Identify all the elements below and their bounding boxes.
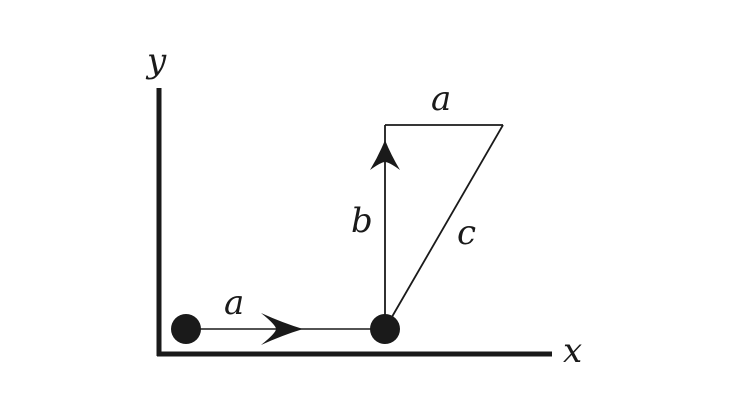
vector-a-top-label: a bbox=[431, 79, 451, 119]
particle-right bbox=[370, 314, 400, 344]
particle-left bbox=[171, 314, 201, 344]
y-axis-label: y bbox=[145, 41, 167, 81]
vector-b-label: b bbox=[351, 201, 373, 241]
arrowhead-up-icon bbox=[370, 140, 400, 170]
x-axis-label: x bbox=[563, 331, 582, 371]
vector-a-horizontal-label: a bbox=[224, 283, 244, 323]
vector-c-diagonal bbox=[388, 124, 504, 323]
vector-c-label: c bbox=[457, 213, 476, 253]
arrowhead-right-icon bbox=[261, 313, 303, 345]
